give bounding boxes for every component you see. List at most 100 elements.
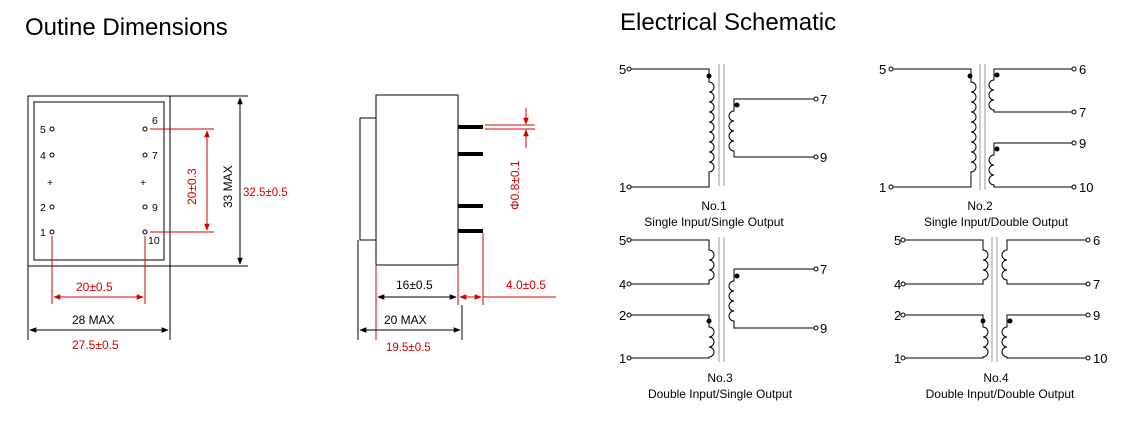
pin-label: 6 [152, 115, 158, 127]
dim-height-max: 33 MAX [221, 165, 235, 208]
dim-width-max: 28 MAX [72, 313, 115, 327]
terminal-label: 6 [1093, 233, 1100, 248]
secondary-winding-upper [1001, 239, 1086, 285]
side-body [375, 94, 459, 266]
pin-label: + [140, 177, 146, 189]
terminal-label: 10 [1093, 351, 1107, 366]
terminal [813, 154, 819, 160]
pin-hole [49, 126, 55, 132]
terminal-label: 1 [879, 180, 886, 195]
dim-width-nom: 27.5±0.5 [72, 338, 119, 352]
terminal [813, 96, 819, 102]
terminal [1085, 281, 1091, 287]
polarity-dot [994, 146, 1000, 152]
dim-pin-len: 4.0±0.5 [506, 278, 546, 292]
outline-top-view: 5 4 + 2 1 6 7 + 9 10 20±0.5 28 MAX 27.5±… [27, 95, 288, 352]
pin-label: 5 [40, 124, 46, 136]
dim-pin-dia: Φ0.8±0.1 [508, 160, 522, 210]
schematic-number: No.2 [967, 199, 993, 213]
terminal [813, 266, 819, 272]
side-pin [458, 152, 483, 156]
secondary-winding-upper [988, 68, 1072, 113]
terminal [1071, 66, 1077, 72]
dim-pin-pitch: 20±0.5 [76, 280, 113, 294]
terminal [813, 325, 819, 331]
terminal [626, 184, 632, 190]
terminal [1071, 109, 1077, 115]
top-body-outer [27, 95, 171, 267]
primary-winding [893, 68, 977, 188]
pin-label: 9 [152, 202, 158, 214]
pin-label: 7 [152, 150, 158, 162]
terminal [1085, 237, 1091, 243]
terminal-label: 1 [619, 180, 626, 195]
secondary-winding [728, 268, 814, 329]
schematic-number: No.1 [701, 199, 727, 213]
side-pin [458, 204, 483, 208]
terminal [888, 66, 894, 72]
dim-pin-span: 20±0.3 [185, 168, 199, 205]
pin-hole [49, 152, 55, 158]
side-flange [359, 117, 376, 241]
terminal [1071, 184, 1077, 190]
schematic-description: Single Input/Single Output [644, 215, 784, 229]
terminal [626, 312, 632, 318]
polarity-dot [994, 72, 1000, 78]
side-pin [458, 229, 483, 233]
terminal [900, 281, 906, 287]
pin-hole [142, 204, 148, 210]
schematic-no4: 5 4 2 1 6 7 9 10 No.4 Double Input/Doubl… [894, 233, 1107, 401]
terminal-label: 9 [1079, 136, 1086, 151]
primary-winding [631, 68, 715, 188]
terminal-label: 9 [1093, 308, 1100, 323]
dim-nom: 19.5±0.5 [386, 342, 431, 354]
terminal-label: 4 [619, 277, 626, 292]
terminal [626, 355, 632, 361]
terminal-label: 1 [619, 351, 626, 366]
polarity-dot [734, 102, 740, 108]
pin-label: 10 [148, 235, 160, 247]
primary-winding-lower [631, 314, 715, 359]
schematic-no2: 5 1 6 7 9 10 No.2 Single Input/Double Ou… [879, 62, 1093, 229]
terminal-label: 5 [619, 62, 626, 77]
terminal-label: 7 [1093, 277, 1100, 292]
terminal-label: 4 [894, 277, 901, 292]
terminal [626, 66, 632, 72]
terminal-label: 9 [820, 321, 827, 336]
dim-body: 16±0.5 [396, 278, 433, 292]
dim-height-nom: 32.5±0.5 [243, 187, 288, 199]
terminal-label: 5 [894, 233, 901, 248]
pin-label: 4 [40, 150, 46, 162]
outline-side-view: Φ0.8±0.1 16±0.5 4.0±0.5 20 MAX 19.5±0.5 [357, 94, 556, 354]
schematic-number: No.4 [983, 371, 1009, 385]
schematic-title: Electrical Schematic [620, 9, 836, 36]
schematic-number: No.3 [707, 371, 733, 385]
polarity-dot [734, 273, 740, 279]
terminal [888, 184, 894, 190]
terminal-label: 2 [619, 308, 626, 323]
primary-winding-lower [905, 314, 989, 359]
terminal-label: 7 [1079, 105, 1086, 120]
pin-hole [142, 126, 148, 132]
outline-title: Outine Dimensions [25, 14, 228, 41]
schematic-description: Double Input/Double Output [926, 387, 1075, 401]
terminal [1071, 140, 1077, 146]
terminal-label: 7 [820, 92, 827, 107]
terminal [626, 281, 632, 287]
schematic-no1: 5 1 7 9 No.1 Single Input/Single Output [619, 62, 827, 229]
terminal-label: 9 [820, 150, 827, 165]
secondary-winding-lower [1001, 314, 1086, 359]
pin-hole [49, 229, 55, 235]
pin-hole [142, 229, 148, 235]
terminal [1085, 312, 1091, 318]
pin-hole [49, 204, 55, 210]
terminal [626, 237, 632, 243]
terminal-label: 10 [1079, 180, 1093, 195]
terminal-label: 2 [894, 308, 901, 323]
pin-label: + [47, 177, 53, 189]
pin-hole [142, 152, 148, 158]
secondary-winding-lower [988, 142, 1072, 188]
pin-label: 2 [40, 202, 46, 214]
top-body-inner [33, 101, 165, 261]
